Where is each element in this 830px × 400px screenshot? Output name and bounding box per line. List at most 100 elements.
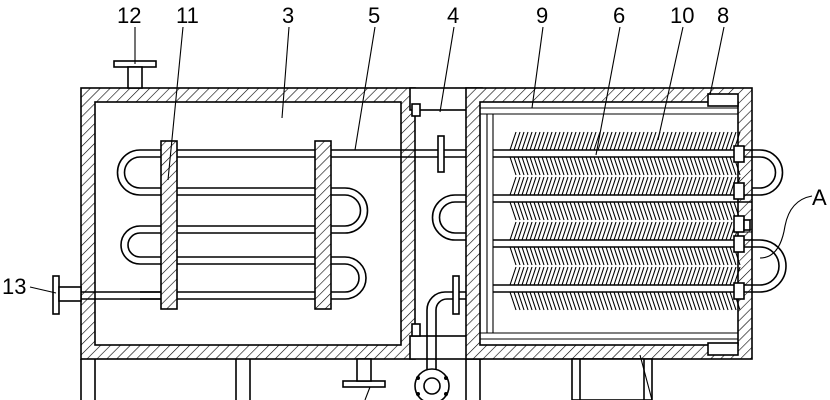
fin <box>561 131 569 151</box>
fin <box>549 176 557 196</box>
fin <box>701 156 709 176</box>
fin <box>561 156 569 176</box>
fin <box>521 201 529 221</box>
fin <box>657 201 665 221</box>
fin <box>629 291 637 311</box>
fin <box>725 201 733 221</box>
fin <box>581 291 589 311</box>
fin <box>637 156 645 176</box>
fin <box>517 176 525 196</box>
fin <box>713 176 721 196</box>
fin <box>617 156 625 176</box>
fin <box>621 201 629 221</box>
fin <box>525 156 533 176</box>
fin <box>665 291 673 311</box>
fin <box>657 221 665 241</box>
fin <box>589 176 597 196</box>
fin <box>593 131 601 151</box>
fin <box>513 156 521 176</box>
fin <box>545 266 553 286</box>
label-8: 8 <box>717 3 729 28</box>
fin <box>593 266 601 286</box>
fin <box>681 131 689 151</box>
fin <box>565 156 573 176</box>
fin <box>729 246 737 266</box>
fin <box>685 291 693 311</box>
fin <box>613 221 621 241</box>
fin <box>617 266 625 286</box>
fin <box>553 246 561 266</box>
fin <box>541 176 549 196</box>
fin <box>693 156 701 176</box>
label-3: 3 <box>282 3 294 28</box>
fin <box>525 221 533 241</box>
fin <box>661 246 669 266</box>
fin <box>673 221 681 241</box>
fin <box>613 266 621 286</box>
fin <box>573 291 581 311</box>
fin <box>521 176 529 196</box>
fin <box>645 156 653 176</box>
fin <box>713 221 721 241</box>
fin <box>729 266 737 286</box>
fin <box>697 176 705 196</box>
fin <box>729 291 737 311</box>
fin <box>573 156 581 176</box>
fin <box>585 246 593 266</box>
fin <box>621 246 629 266</box>
fin <box>525 176 533 196</box>
right-bends <box>733 145 787 300</box>
fin <box>529 176 537 196</box>
fin <box>605 156 613 176</box>
fin <box>521 156 529 176</box>
fin <box>613 246 621 266</box>
fin <box>561 266 569 286</box>
fin <box>609 266 617 286</box>
fin <box>617 246 625 266</box>
fin <box>689 156 697 176</box>
fin <box>677 266 685 286</box>
fin <box>581 131 589 151</box>
fin <box>725 221 733 241</box>
fin <box>717 246 725 266</box>
fin <box>725 266 733 286</box>
fin <box>557 176 565 196</box>
fin <box>557 201 565 221</box>
fin <box>661 291 669 311</box>
fin <box>553 156 561 176</box>
fin <box>621 156 629 176</box>
fin <box>641 176 649 196</box>
fin <box>577 131 585 151</box>
fin <box>641 131 649 151</box>
fin <box>657 246 665 266</box>
fin <box>673 246 681 266</box>
fin <box>693 266 701 286</box>
fin <box>573 131 581 151</box>
fin <box>693 131 701 151</box>
fin <box>669 246 677 266</box>
fin <box>637 246 645 266</box>
fin <box>657 176 665 196</box>
fin <box>521 221 529 241</box>
fin <box>669 131 677 151</box>
label-10: 10 <box>670 3 694 28</box>
fin <box>573 246 581 266</box>
fin <box>537 131 545 151</box>
fin <box>625 291 633 311</box>
fin <box>673 291 681 311</box>
fin <box>637 176 645 196</box>
fin <box>597 131 605 151</box>
fin <box>517 291 525 311</box>
fin <box>545 246 553 266</box>
fin <box>705 176 713 196</box>
fin <box>589 246 597 266</box>
fin <box>597 156 605 176</box>
fin <box>541 221 549 241</box>
fin <box>645 201 653 221</box>
label-11: 11 <box>176 3 199 28</box>
fin <box>513 246 521 266</box>
fin <box>617 176 625 196</box>
fin <box>513 131 521 151</box>
fin <box>653 201 661 221</box>
fin <box>689 266 697 286</box>
